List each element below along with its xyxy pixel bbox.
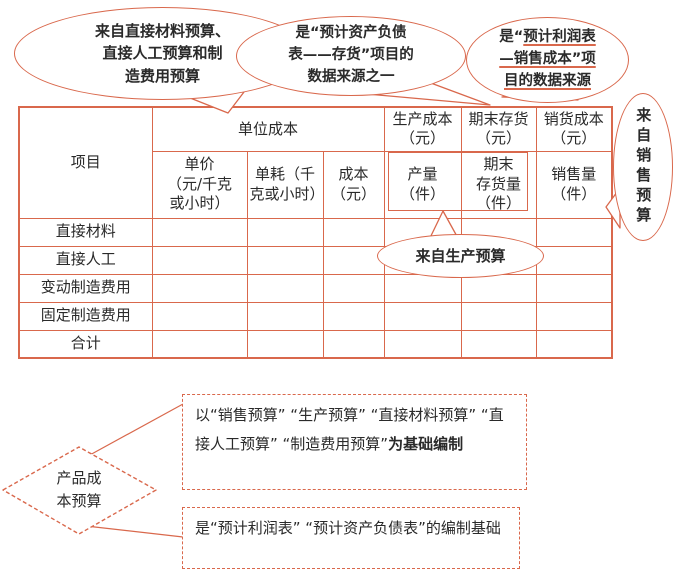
table-cell <box>151 301 248 331</box>
table-cell <box>151 273 248 303</box>
callout-line: 是“预计利润表 <box>499 27 596 49</box>
table-row: 固定制造费用 <box>18 301 613 331</box>
table-cell <box>460 301 537 331</box>
table-cell <box>322 273 385 303</box>
callout-balance-sheet-inventory: 是“预计资产负债 表——存货”项目的 数据来源之一 <box>236 16 466 96</box>
callout-income-statement-cogs: 是“预计利润表 —销售成本”项 目的数据来源 <box>466 17 629 103</box>
table-row: 合计 <box>18 329 613 359</box>
col-header-unit-price: 单价 （元/千克 或小时） <box>151 150 248 219</box>
table-cell <box>322 329 385 359</box>
table-cell <box>322 301 385 331</box>
note-text-bold: 为基础编制 <box>388 434 464 453</box>
table-cell <box>151 217 248 247</box>
table-cell <box>460 329 537 359</box>
table-cell <box>246 217 324 247</box>
table-cell <box>246 329 324 359</box>
diamond-label-product-cost-budget: 产品成 本预算 <box>36 467 122 512</box>
table-cell <box>383 273 462 303</box>
table-cell <box>535 217 613 247</box>
col-header-unit-cost: 单位成本 <box>151 106 385 152</box>
callout-line: 造费用预算 <box>124 66 200 85</box>
callout-line: 是“预计资产负债 <box>295 25 407 42</box>
note-text: 以“销售预算” “生产预算” “直接材料预算” “直接人工预算” “制造费用预算… <box>195 406 504 453</box>
row-label-direct-materials: 直接材料 <box>18 217 153 247</box>
col-header-cost: 成本 （元） <box>322 150 385 219</box>
table-cell <box>383 329 462 359</box>
table-cell <box>535 273 613 303</box>
callout-line: 来自生产预算 <box>415 246 506 265</box>
table-row: 变动制造费用 <box>18 273 613 303</box>
table-cell <box>246 301 324 331</box>
row-label-total: 合计 <box>18 329 153 359</box>
callout-underlined-text: 预计利润表 <box>523 29 596 46</box>
diamond-label-line: 本预算 <box>56 491 102 510</box>
row-label-direct-labor: 直接人工 <box>18 245 153 275</box>
table-cell <box>383 301 462 331</box>
table-cell <box>246 245 324 275</box>
callout-line: 来自销售预算 <box>634 107 653 227</box>
callout-underlined-text: —销售成本”项 <box>499 51 596 68</box>
row-label-variable-overhead: 变动制造费用 <box>18 273 153 303</box>
callout-line: 数据来源之一 <box>307 68 395 85</box>
col-header-cogs: 销货成本 （元） <box>535 106 613 152</box>
callout-line: 表——存货”项目的 <box>288 47 414 64</box>
callout-underlined-text: 目的数据来源 <box>504 72 591 89</box>
table-cell <box>151 329 248 359</box>
note-text: 是“预计利润表” “预计资产负债表”的编制基础 <box>195 519 501 537</box>
table-cell <box>246 273 324 303</box>
header-row-1: 项目 单位成本 生产成本 （元） 期末存货 （元） 销货成本 （元） <box>18 106 613 219</box>
row-label-fixed-overhead: 固定制造费用 <box>18 301 153 331</box>
col-header-ending-inventory-qty: 期末 存货量 （件） <box>460 150 537 219</box>
diamond-to-basis-connector <box>87 403 184 457</box>
callout-from-production-budget: 来自生产预算 <box>377 234 544 278</box>
table-cell <box>460 273 537 303</box>
callout-line: 来自直接材料预算、 <box>94 21 230 40</box>
header-row-2: 单价 （元/千克 或小时） 单耗（千 克或小时） 成本 （元） 产量 （件） 期… <box>19 150 613 219</box>
note-basis-for-statements: 是“预计利润表” “预计资产负债表”的编制基础 <box>182 507 520 569</box>
diamond-label-line: 产品成 <box>56 469 102 487</box>
callout-from-sales-budget: 来自销售预算 <box>613 93 673 241</box>
diamond-to-output-connector <box>85 525 184 538</box>
col-header-sales-qty: 销售量 （件） <box>535 150 613 219</box>
callout-line: 直接人工预算和制 <box>102 44 223 63</box>
table-cell <box>322 217 385 247</box>
col-header-ending-inventory: 期末存货 （元） <box>460 106 537 152</box>
table-cell <box>535 329 613 359</box>
table-cell <box>322 245 385 275</box>
col-header-item: 项目 <box>18 106 153 219</box>
budget-table: 项目 单位成本 生产成本 （元） 期末存货 （元） 销货成本 （元） 单价 （元… <box>18 106 613 359</box>
col-header-unit-usage: 单耗（千 克或小时） <box>246 150 324 219</box>
col-header-production-cost: 生产成本 （元） <box>383 106 462 152</box>
callout-text: 是“ <box>499 29 524 46</box>
col-header-output-qty: 产量 （件） <box>383 150 462 219</box>
table-cell <box>535 301 613 331</box>
note-basis-of-preparation: 以“销售预算” “生产预算” “直接材料预算” “直接人工预算” “制造费用预算… <box>182 394 527 490</box>
table-cell <box>151 245 248 275</box>
table-cell <box>535 245 613 275</box>
